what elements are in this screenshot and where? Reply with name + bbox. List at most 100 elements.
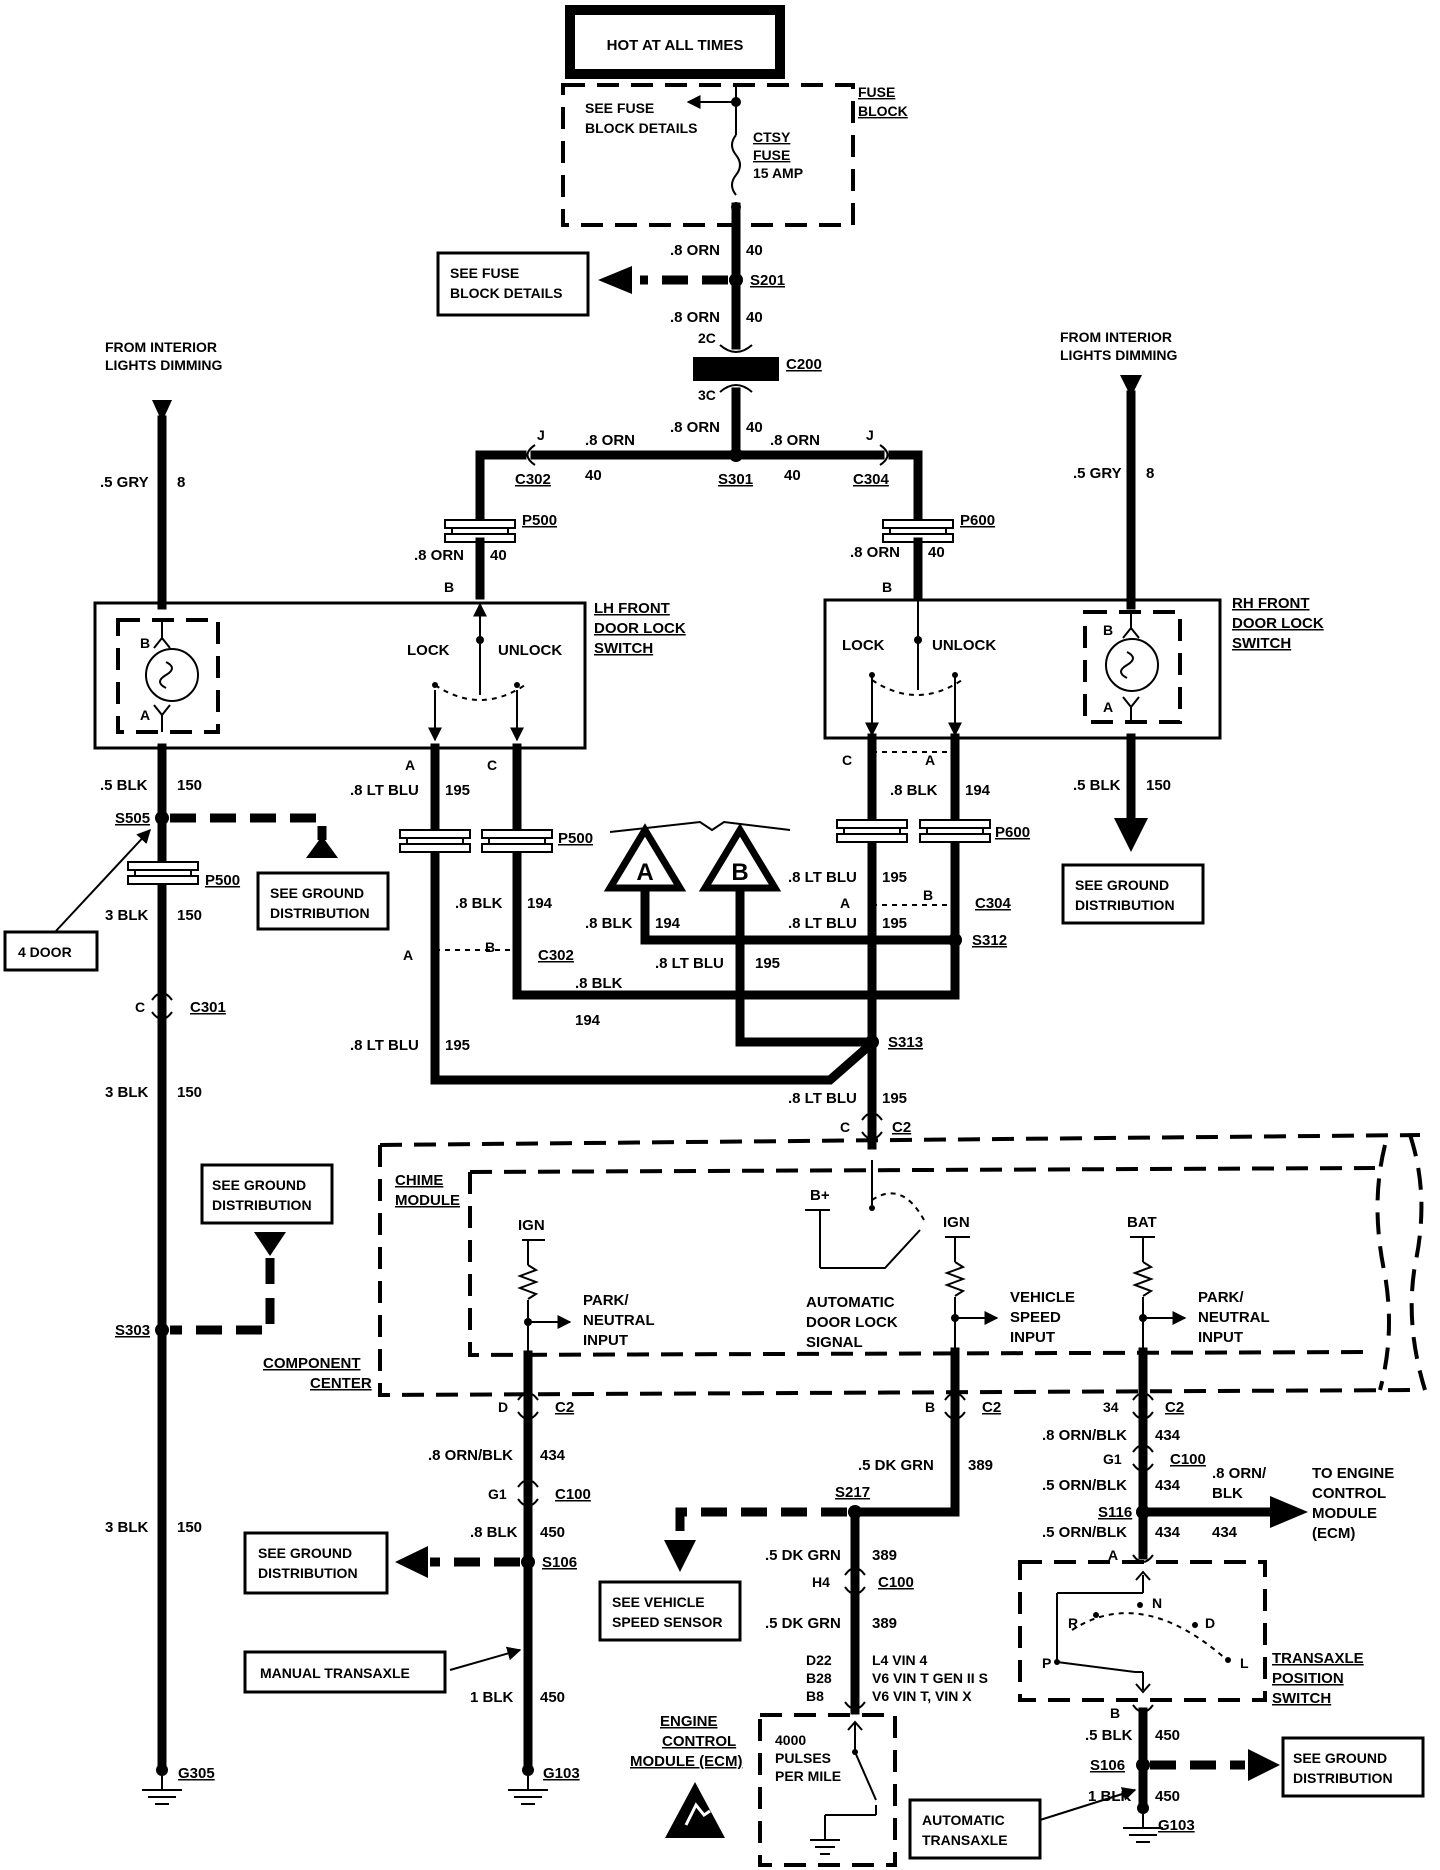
svg-text:A: A bbox=[405, 757, 415, 773]
svg-text:BLOCK: BLOCK bbox=[858, 103, 908, 119]
svg-text:B: B bbox=[140, 635, 150, 651]
vehicle-speed-input: IGN VEHICLE SPEED INPUT bbox=[943, 1214, 1075, 1352]
svg-text:.8 ORN/BLK: .8 ORN/BLK bbox=[1042, 1427, 1127, 1444]
svg-text:B: B bbox=[731, 859, 748, 886]
feed-triangle-right bbox=[1120, 375, 1142, 397]
svg-text:.8 LT BLU: .8 LT BLU bbox=[655, 955, 724, 972]
connector-p500-upper: P500 bbox=[444, 512, 557, 543]
svg-text:A: A bbox=[1103, 699, 1113, 715]
svg-text:A: A bbox=[840, 895, 850, 911]
svg-text:A: A bbox=[140, 707, 150, 723]
svg-text:D22: D22 bbox=[806, 1652, 832, 1668]
svg-text:R: R bbox=[1068, 1615, 1078, 1631]
svg-text:SWITCH: SWITCH bbox=[1272, 1690, 1331, 1707]
splice-s313 bbox=[865, 1035, 879, 1049]
svg-text:C: C bbox=[840, 1119, 850, 1135]
rh-front-door-lock-switch: B A LOCK UNLOCK RH FRONT DOOR LOCK SWITC… bbox=[823, 595, 1324, 740]
svg-text:TRANSAXLE: TRANSAXLE bbox=[1272, 1650, 1364, 1667]
lh-front-door-lock-switch: B A LOCK UNLOCK LH FRONT DOOR LOCK SWITC… bbox=[93, 600, 686, 750]
svg-text:MANUAL TRANSAXLE: MANUAL TRANSAXLE bbox=[260, 1665, 410, 1681]
svg-text:SEE GROUND: SEE GROUND bbox=[212, 1177, 306, 1193]
svg-text:195: 195 bbox=[755, 955, 780, 972]
svg-text:FROM INTERIOR: FROM INTERIOR bbox=[1060, 329, 1172, 345]
svg-text:194: 194 bbox=[965, 782, 991, 799]
svg-text:SEE FUSE: SEE FUSE bbox=[585, 100, 654, 116]
svg-text:DOOR LOCK: DOOR LOCK bbox=[1232, 615, 1324, 632]
svg-text:BLK: BLK bbox=[1212, 1485, 1243, 1502]
svg-text:C: C bbox=[135, 999, 145, 1015]
feed-triangle-left bbox=[152, 400, 172, 422]
see-ground-distribution-box-4: SEE GROUND DISTRIBUTION bbox=[1281, 1736, 1425, 1798]
svg-text:POSITION: POSITION bbox=[1272, 1670, 1344, 1687]
svg-text:SPEED SENSOR: SPEED SENSOR bbox=[612, 1614, 722, 1630]
svg-text:194: 194 bbox=[655, 915, 681, 932]
splice-s106-left bbox=[521, 1555, 535, 1569]
svg-text:L4 VIN 4: L4 VIN 4 bbox=[872, 1652, 927, 1668]
svg-text:INPUT: INPUT bbox=[1010, 1329, 1055, 1346]
four-door-box: 4 DOOR bbox=[3, 930, 99, 972]
svg-text:3C: 3C bbox=[698, 387, 716, 403]
svg-text:.5 ORN/BLK: .5 ORN/BLK bbox=[1042, 1524, 1127, 1541]
svg-text:8: 8 bbox=[177, 474, 185, 491]
svg-text:MODULE: MODULE bbox=[395, 1192, 460, 1209]
splice-s312 bbox=[948, 933, 962, 947]
svg-text:MODULE (ECM): MODULE (ECM) bbox=[630, 1753, 743, 1770]
svg-text:4000: 4000 bbox=[775, 1732, 806, 1748]
svg-text:G1: G1 bbox=[488, 1486, 507, 1502]
svg-text:LIGHTS DIMMING: LIGHTS DIMMING bbox=[1060, 347, 1178, 363]
svg-text:434: 434 bbox=[1155, 1477, 1181, 1494]
reference-triangle-b: B bbox=[698, 823, 782, 892]
svg-text:.5 GRY: .5 GRY bbox=[100, 474, 149, 491]
svg-text:DISTRIBUTION: DISTRIBUTION bbox=[1293, 1770, 1393, 1786]
svg-text:LOCK: LOCK bbox=[407, 642, 450, 659]
svg-text:INPUT: INPUT bbox=[1198, 1329, 1243, 1346]
svg-text:CONTROL: CONTROL bbox=[1312, 1485, 1386, 1502]
svg-text:B: B bbox=[923, 887, 933, 903]
svg-text:.8 BLK: .8 BLK bbox=[455, 895, 503, 912]
svg-text:IGN: IGN bbox=[518, 1217, 545, 1234]
svg-text:40: 40 bbox=[746, 242, 763, 259]
svg-text:.8 ORN: .8 ORN bbox=[670, 309, 720, 326]
svg-text:P500: P500 bbox=[522, 512, 557, 529]
svg-text:.8 ORN/BLK: .8 ORN/BLK bbox=[428, 1447, 513, 1464]
svg-text:.5 ORN/BLK: .5 ORN/BLK bbox=[1042, 1477, 1127, 1494]
svg-text:BLOCK DETAILS: BLOCK DETAILS bbox=[450, 285, 563, 301]
svg-text:40: 40 bbox=[490, 547, 507, 564]
svg-text:.8 LT BLU: .8 LT BLU bbox=[788, 1090, 857, 1107]
see-ground-distribution-box-1: SEE GROUND DISTRIBUTION bbox=[256, 871, 390, 931]
svg-text:.8 BLK: .8 BLK bbox=[470, 1524, 518, 1541]
see-ground-distribution-box-3: SEE GROUND DISTRIBUTION bbox=[243, 1531, 389, 1595]
svg-text:.5 BLK: .5 BLK bbox=[1085, 1727, 1133, 1744]
svg-text:SEE VEHICLE: SEE VEHICLE bbox=[612, 1594, 705, 1610]
svg-text:C2: C2 bbox=[892, 1119, 911, 1136]
svg-text:CTSY: CTSY bbox=[753, 129, 791, 145]
svg-text:C200: C200 bbox=[786, 356, 822, 373]
svg-text:INPUT: INPUT bbox=[583, 1332, 628, 1349]
splice-s217 bbox=[848, 1505, 862, 1519]
svg-text:LIGHTS DIMMING: LIGHTS DIMMING bbox=[105, 357, 223, 373]
svg-text:G1: G1 bbox=[1103, 1451, 1122, 1467]
svg-text:C2: C2 bbox=[555, 1399, 574, 1416]
svg-text:B: B bbox=[1103, 622, 1113, 638]
svg-text:.5 DK GRN: .5 DK GRN bbox=[765, 1615, 841, 1632]
svg-text:150: 150 bbox=[177, 777, 202, 794]
svg-text:BAT: BAT bbox=[1127, 1214, 1157, 1231]
hot-at-all-times-box: HOT AT ALL TIMES bbox=[565, 5, 785, 79]
see-fuse-block-details-box: SEE FUSE BLOCK DETAILS bbox=[436, 251, 590, 317]
svg-text:PULSES: PULSES bbox=[775, 1750, 831, 1766]
svg-text:CONTROL: CONTROL bbox=[662, 1733, 736, 1750]
svg-text:UNLOCK: UNLOCK bbox=[498, 642, 562, 659]
svg-text:PARK/: PARK/ bbox=[583, 1292, 629, 1309]
svg-text:P600: P600 bbox=[960, 512, 995, 529]
svg-text:S312: S312 bbox=[972, 932, 1007, 949]
svg-text:C304: C304 bbox=[975, 895, 1012, 912]
svg-text:194: 194 bbox=[527, 895, 553, 912]
svg-text:S313: S313 bbox=[888, 1034, 923, 1051]
svg-text:C: C bbox=[842, 752, 852, 768]
svg-text:B+: B+ bbox=[810, 1187, 830, 1204]
svg-text:.8 ORN: .8 ORN bbox=[670, 419, 720, 436]
svg-text:1 BLK: 1 BLK bbox=[470, 1689, 514, 1706]
svg-text:.8 LT BLU: .8 LT BLU bbox=[350, 782, 419, 799]
svg-text:2C: 2C bbox=[698, 330, 716, 346]
